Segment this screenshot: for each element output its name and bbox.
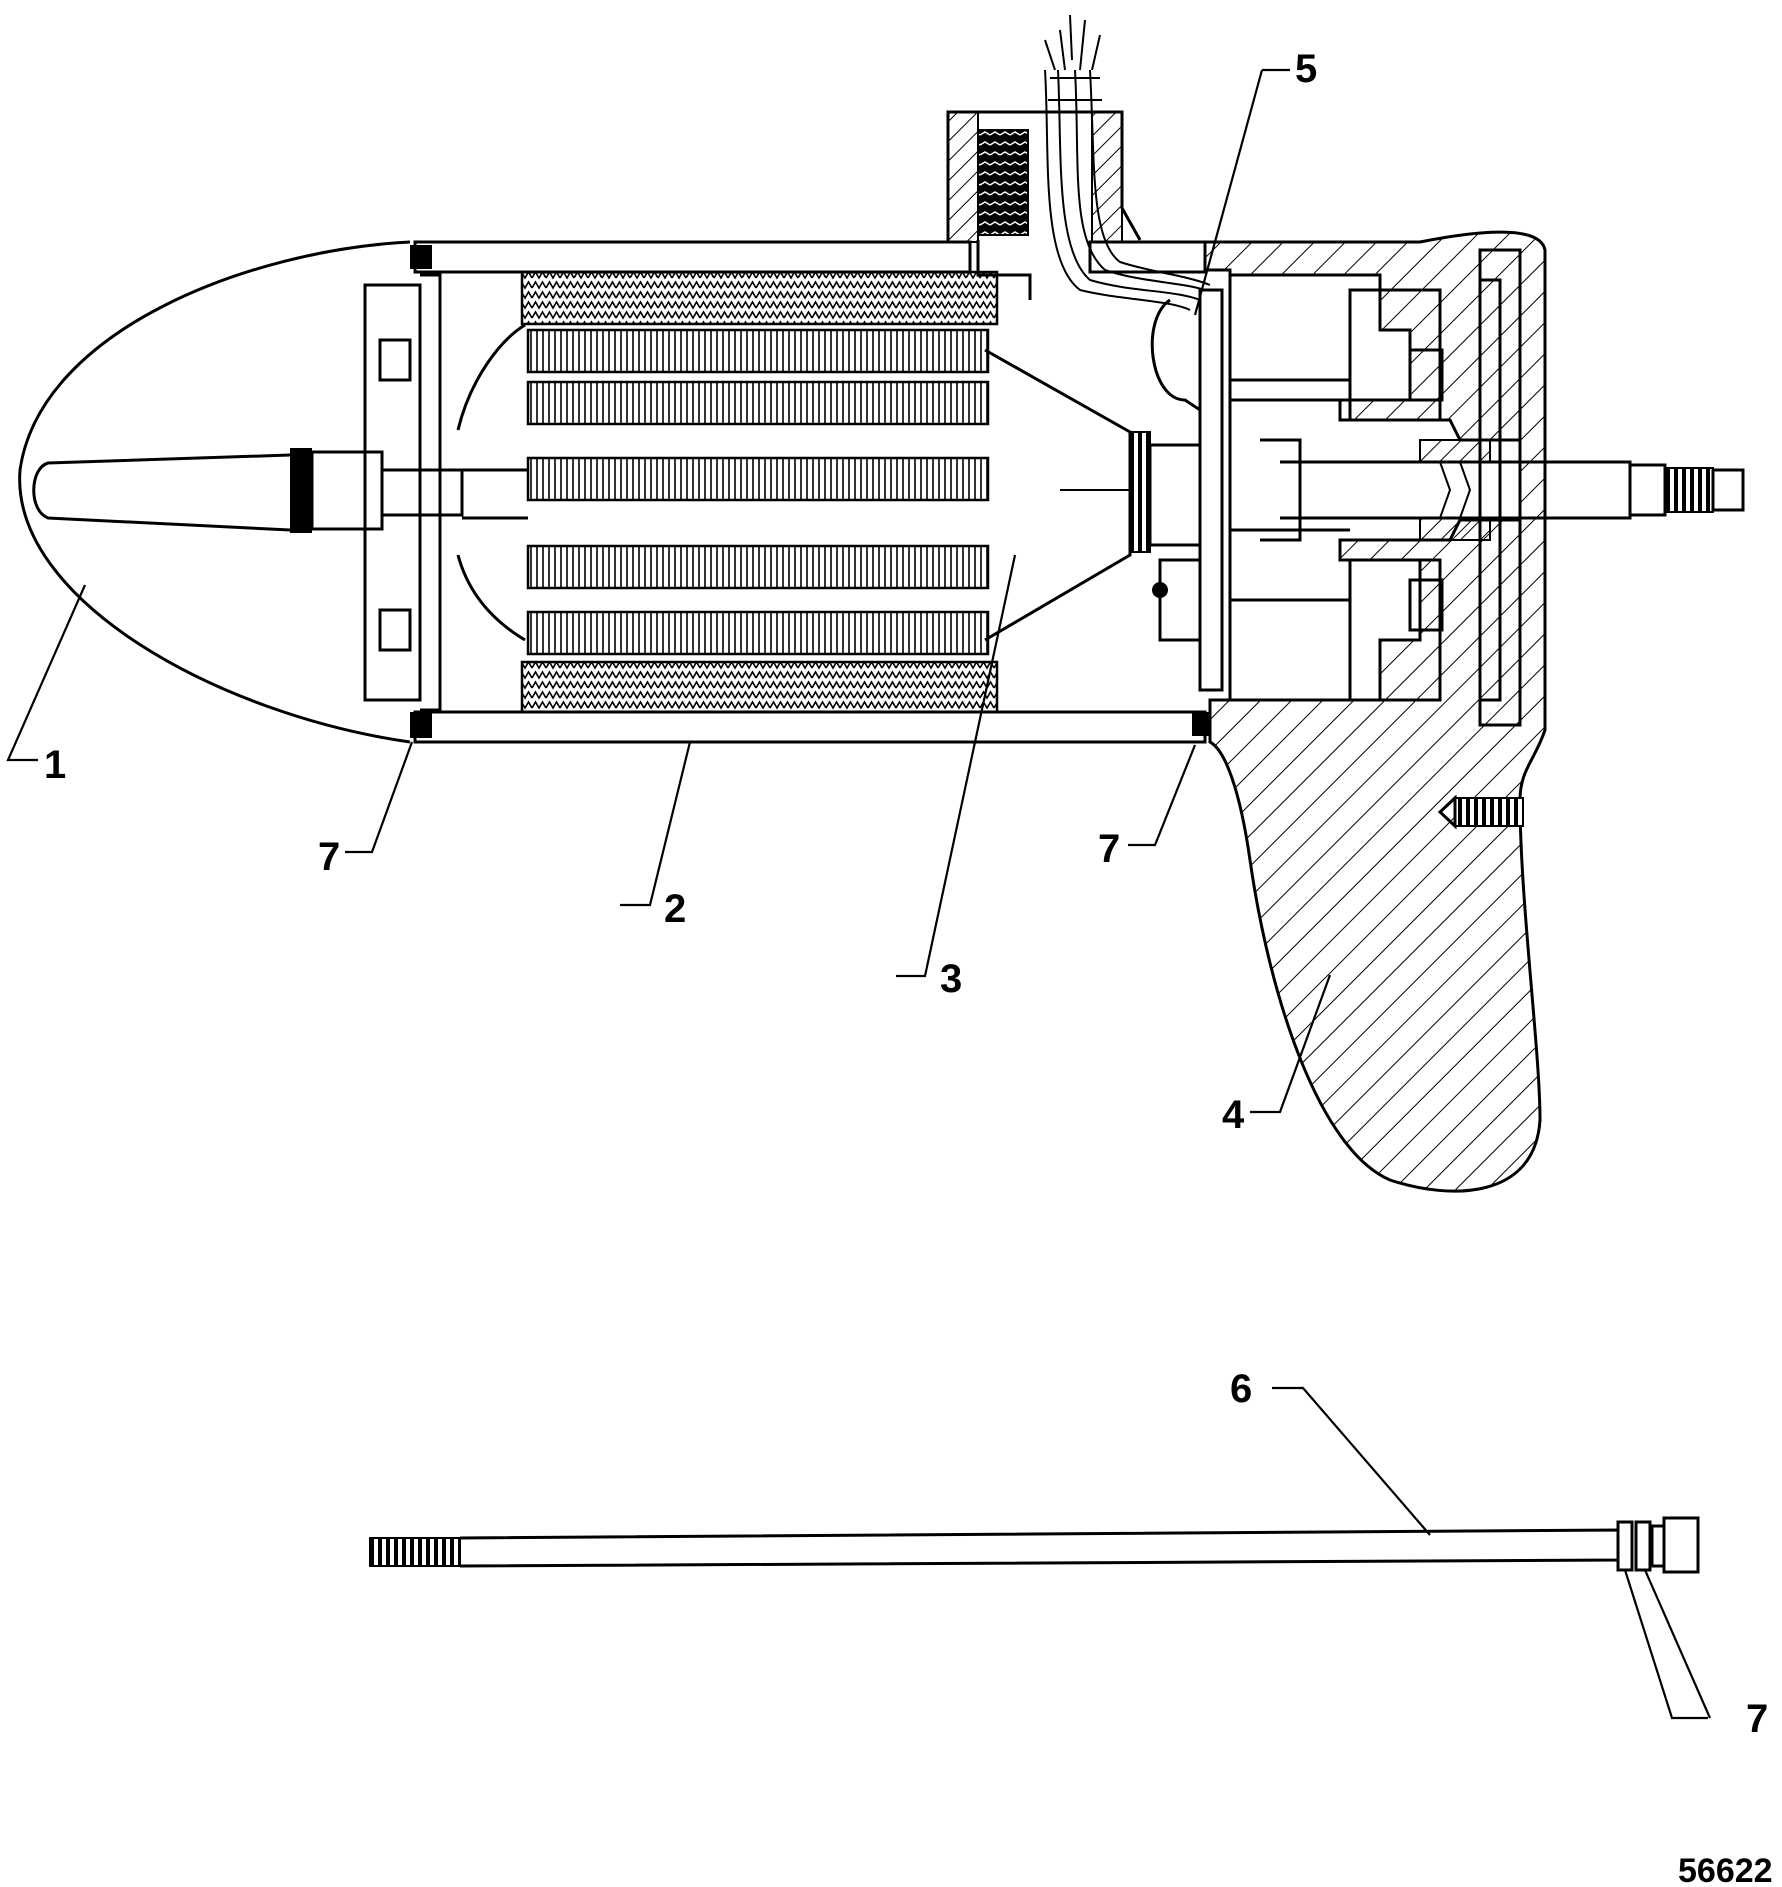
- brush-plate: [1129, 268, 1350, 702]
- propeller-shaft: [1280, 439, 1745, 541]
- leader-lines: [6, 68, 1712, 1720]
- callout-1: 1: [44, 743, 66, 787]
- callout-5: 5: [1295, 47, 1317, 91]
- figure-number: 56622: [1678, 1852, 1773, 1887]
- armature: [462, 270, 1132, 714]
- through-bolt: [369, 1516, 1700, 1574]
- callout-4: 4: [1222, 1093, 1245, 1137]
- nose-cone: [18, 240, 464, 744]
- front-end-bracket: [363, 273, 526, 712]
- callout-7-right: 7: [1098, 827, 1120, 871]
- callout-6: 6: [1230, 1367, 1252, 1411]
- callout-7-bottom: 7: [1746, 1697, 1768, 1741]
- callout-2: 2: [664, 887, 686, 931]
- wire-inlet-boss: [946, 110, 1142, 300]
- skeg-rear-housing: [1203, 230, 1547, 1193]
- lead-wires: [1044, 14, 1211, 311]
- callout-7-left: 7: [318, 835, 340, 879]
- callout-3: 3: [940, 957, 962, 1001]
